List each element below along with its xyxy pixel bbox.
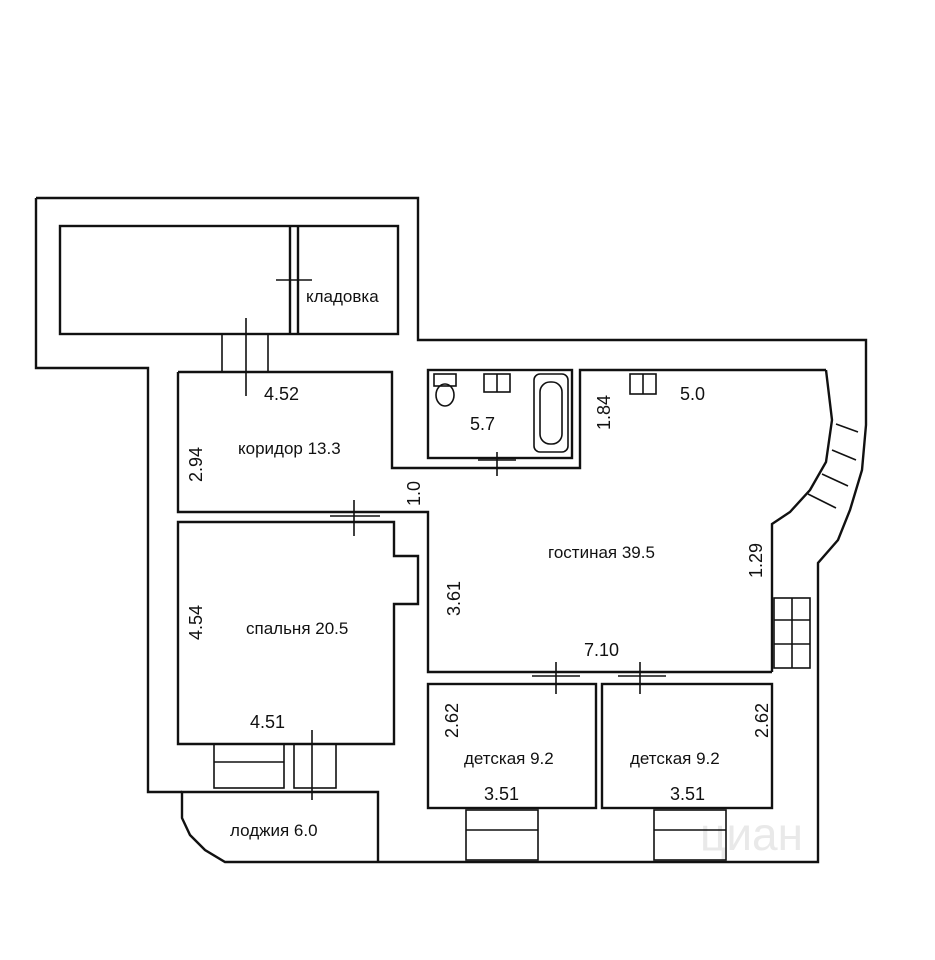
toilet-bowl-icon bbox=[435, 383, 455, 407]
outer-wall-left bbox=[34, 198, 182, 794]
dim-living-top: 5.0 bbox=[680, 384, 705, 404]
kids-room-1-outline bbox=[426, 682, 598, 810]
dim-kids2-height: 2.62 bbox=[752, 703, 772, 738]
dim-living-left: 3.61 bbox=[444, 581, 464, 616]
room-label-corridor: коридор 13.3 bbox=[238, 439, 341, 458]
room-label-bedroom: спальня 20.5 bbox=[246, 619, 348, 638]
bedroom-balcony-door bbox=[293, 743, 337, 789]
room-label-living: гостиная 39.5 bbox=[548, 543, 655, 562]
kids-room-2-outline bbox=[600, 682, 774, 810]
toilet-tank-icon bbox=[433, 373, 457, 387]
dim-corridor-height: 2.94 bbox=[186, 447, 206, 482]
dim-passage: 1.0 bbox=[404, 481, 424, 506]
storage-outline bbox=[58, 224, 400, 336]
room-label-storage: кладовка bbox=[306, 287, 379, 306]
dim-corridor-width: 4.52 bbox=[264, 384, 299, 404]
bathtub-icon bbox=[533, 373, 569, 453]
bay-window bbox=[770, 369, 834, 672]
corridor-lower bbox=[176, 372, 772, 674]
bathroom-outline bbox=[426, 368, 574, 460]
watermark-text: циан bbox=[700, 808, 803, 860]
dim-living-right: 1.29 bbox=[746, 543, 766, 578]
room-label-kids1: детская 9.2 bbox=[464, 749, 554, 768]
kids2-window bbox=[653, 809, 727, 861]
room-label-bathroom: 5.7 bbox=[470, 414, 495, 434]
dim-bath-depth: 1.84 bbox=[594, 395, 614, 430]
bay-window-glass bbox=[807, 423, 859, 509]
dim-kids2-width: 3.51 bbox=[670, 784, 705, 804]
dim-kids1-width: 3.51 bbox=[484, 784, 519, 804]
dim-kids1-height: 2.62 bbox=[442, 703, 462, 738]
room-label-loggia: лоджия 6.0 bbox=[230, 821, 318, 840]
kids1-window bbox=[465, 809, 539, 861]
room-label-kids2: детская 9.2 bbox=[630, 749, 720, 768]
bedroom-window bbox=[213, 743, 285, 789]
outer-wall bbox=[36, 196, 868, 864]
bathtub-inner-icon bbox=[539, 381, 563, 445]
corridor-outline bbox=[178, 368, 826, 470]
dim-bedroom-width: 4.51 bbox=[250, 712, 285, 732]
dim-bedroom-height: 4.54 bbox=[186, 605, 206, 640]
dim-living-bottom: 7.10 bbox=[584, 640, 619, 660]
